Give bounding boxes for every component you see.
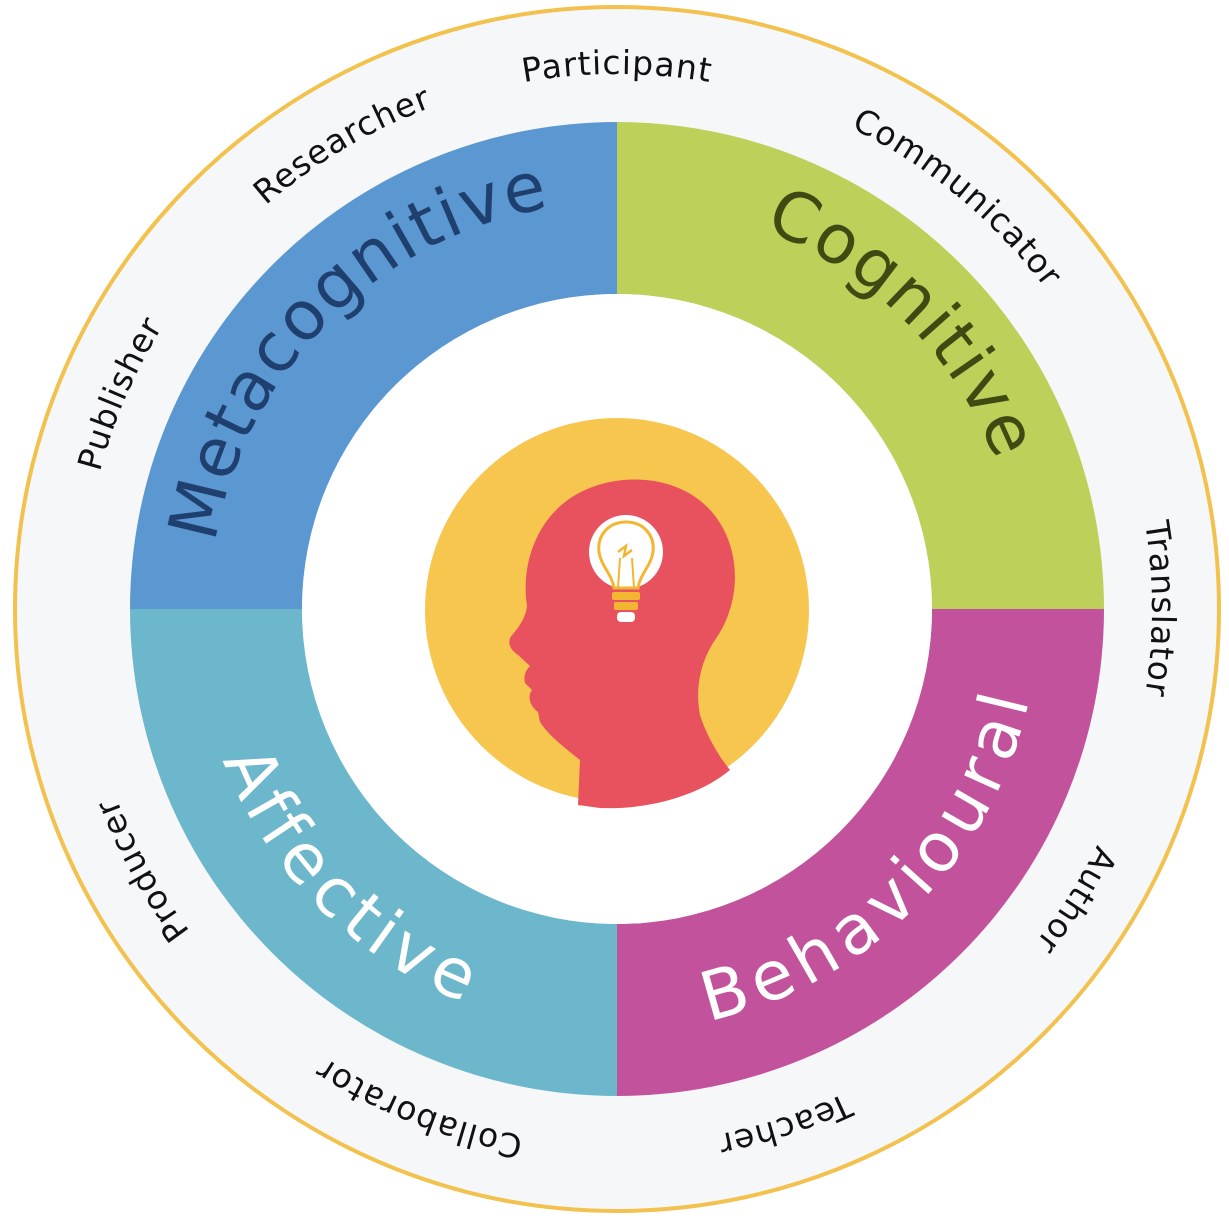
quadrant-cognitive [617,122,1104,609]
quadrant-affective [130,609,617,1096]
quadrant-behavioural [617,609,1104,1096]
head-with-lightbulb-icon [509,479,735,809]
quadrant-metacognitive [130,122,617,609]
role-translator: Translator [1137,517,1183,700]
